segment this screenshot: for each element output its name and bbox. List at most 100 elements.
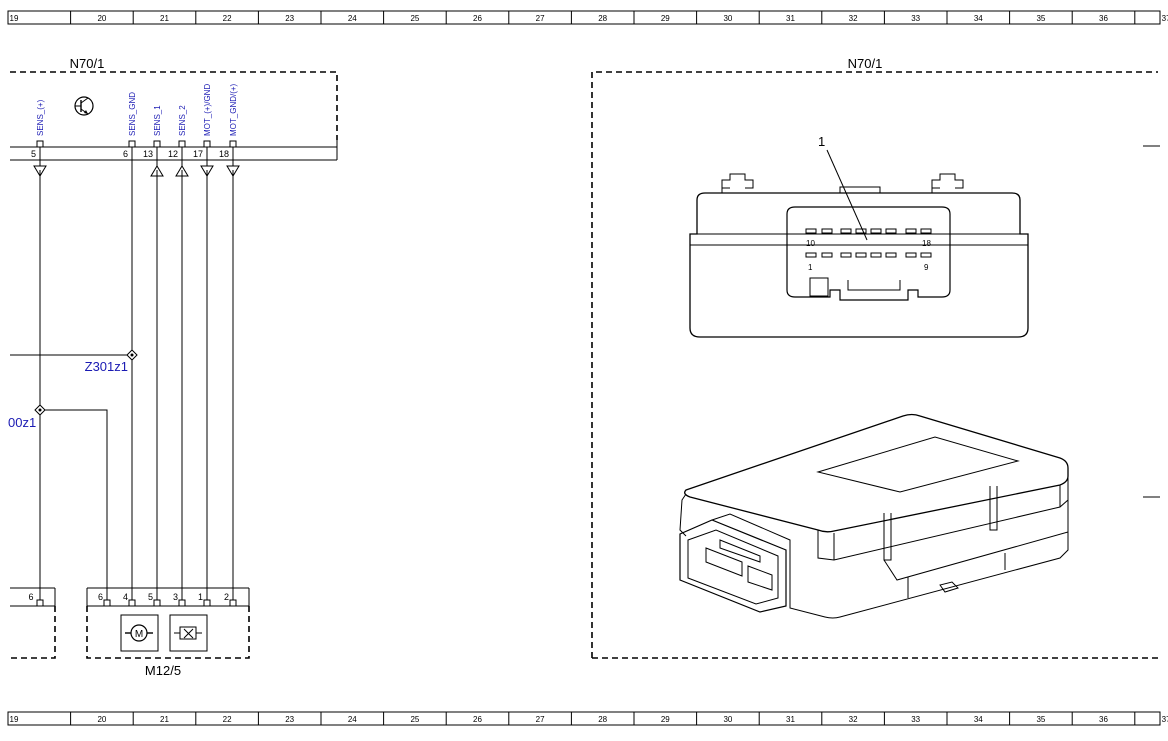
pin-terminal (203, 140, 211, 148)
motor-icon: M (120, 614, 159, 652)
callout-number: 1 (818, 134, 825, 149)
connector-label-top-right: 18 (922, 239, 931, 248)
top-ruler-label: 37 (1162, 14, 1168, 23)
signal-sens-gnd: SENS_GND 6 (123, 92, 137, 160)
signal-label: SENS_(+) (36, 99, 45, 136)
top-ruler-label: 33 (911, 14, 920, 23)
connector-pin (805, 252, 817, 258)
signal-mot-gnd: MOT_(+)/GND 17 (193, 84, 214, 177)
left-unit-title: N70/1 (70, 56, 105, 71)
bottom-ruler-label: 30 (723, 715, 732, 724)
left-stub-pin: 6 (28, 592, 33, 602)
top-ruler-label: 22 (223, 14, 232, 23)
pin-number: 12 (168, 149, 178, 159)
pin-number: 6 (123, 149, 128, 159)
junction-00z1: 00z1 (8, 404, 46, 430)
signal-sens: SENS_(+) 5 (31, 99, 47, 177)
top-ruler-label: 24 (348, 14, 357, 23)
top-ruler-label: 30 (723, 14, 732, 23)
bottom-ruler-label: 35 (1036, 715, 1045, 724)
pin-number: 5 (31, 149, 36, 159)
signal-label: SENS_2 (178, 105, 187, 136)
bottom-ruler-label: 37 (1162, 715, 1168, 724)
pin-number: 13 (143, 149, 153, 159)
motor-pin-number: 3 (173, 592, 178, 602)
bottom-ruler-label: 25 (410, 715, 419, 724)
pin-terminal (36, 140, 44, 148)
connector-pin (821, 228, 833, 234)
left-stub-connector: 6 (10, 587, 56, 659)
motor-letter: M (135, 629, 143, 640)
connector-pin (855, 252, 867, 258)
right-unit-title: N70/1 (848, 56, 883, 71)
connector-pin (840, 228, 852, 234)
left-control-unit: N70/1 SENS_(+) 5 SENS_GND 6 SENS_1 13 SENS_2 12… (10, 56, 338, 177)
bottom-ruler-label: 22 (223, 715, 232, 724)
top-ruler-label: 20 (97, 14, 106, 23)
top-ruler-label: 31 (786, 14, 795, 23)
top-ruler-label: 28 (598, 14, 607, 23)
signal-sens-1: SENS_1 13 (143, 105, 164, 177)
motor-pin-terminal (128, 599, 136, 607)
motor-pin-number: 2 (224, 592, 229, 602)
bottom-ruler-label: 29 (661, 715, 670, 724)
junction-z301z1: Z301z1 (85, 349, 138, 374)
connector-label-bottom-left: 1 (808, 263, 813, 272)
top-ruler-label: 23 (285, 14, 294, 23)
top-ruler-label: 34 (974, 14, 983, 23)
bottom-ruler-label: 36 (1099, 715, 1108, 724)
motor-unit-title: M12/5 (145, 663, 181, 678)
position-sensor-icon (169, 614, 208, 652)
connector-pin (805, 228, 817, 234)
bottom-ruler-label: 19 (10, 715, 19, 724)
signal-label: SENS_GND (128, 92, 137, 136)
bottom-ruler-label: 27 (536, 715, 545, 724)
connector-label-bottom-right: 9 (924, 263, 929, 272)
bottom-ruler: 19202122232425262728293031323334353637 (7, 711, 1168, 726)
bottom-ruler-label: 34 (974, 715, 983, 724)
bottom-ruler-label: 33 (911, 715, 920, 724)
connector-pin (885, 252, 897, 258)
connector-pin (870, 252, 882, 258)
pin-terminal (153, 140, 161, 148)
wires (10, 160, 234, 600)
control-unit-front-view (689, 173, 1029, 338)
bottom-ruler-label: 24 (348, 715, 357, 724)
motor-pin-terminal (153, 599, 161, 607)
top-ruler-label: 36 (1099, 14, 1108, 23)
motor-pin-terminal (229, 599, 237, 607)
bottom-ruler-label: 31 (786, 715, 795, 724)
motor-pin-terminal (203, 599, 211, 607)
pin-number: 18 (219, 149, 229, 159)
motor-pin-number: 4 (123, 592, 128, 602)
signal-label: SENS_1 (153, 105, 162, 136)
bottom-ruler-label: 26 (473, 715, 482, 724)
junction-label: 00z1 (8, 415, 36, 430)
bottom-ruler-label: 23 (285, 715, 294, 724)
motor-pin-terminal (103, 599, 111, 607)
connector-pin (885, 228, 897, 234)
connector-pin (920, 252, 932, 258)
motor-pin-number: 6 (98, 592, 103, 602)
connector-pin (905, 252, 917, 258)
signal-label: MOT_(+)/GND (203, 84, 212, 136)
top-ruler-label: 19 (10, 14, 19, 23)
top-ruler-label: 27 (536, 14, 545, 23)
signal-mot-gnd: MOT_GND/(+)18 (219, 83, 240, 177)
pin-terminal (229, 140, 237, 148)
top-ruler-label: 35 (1036, 14, 1045, 23)
top-ruler-label: 21 (160, 14, 169, 23)
pin-terminal (178, 140, 186, 148)
connector-pin (905, 228, 917, 234)
connector-label-top-left: 10 (806, 239, 815, 248)
bottom-ruler-label: 32 (849, 715, 858, 724)
connector-pin (840, 252, 852, 258)
top-ruler-label: 25 (410, 14, 419, 23)
transistor-icon (74, 96, 94, 116)
bottom-ruler-label: 20 (97, 715, 106, 724)
control-unit-isometric-view (679, 413, 1069, 619)
top-ruler-label: 32 (849, 14, 858, 23)
pin-number: 17 (193, 149, 203, 159)
